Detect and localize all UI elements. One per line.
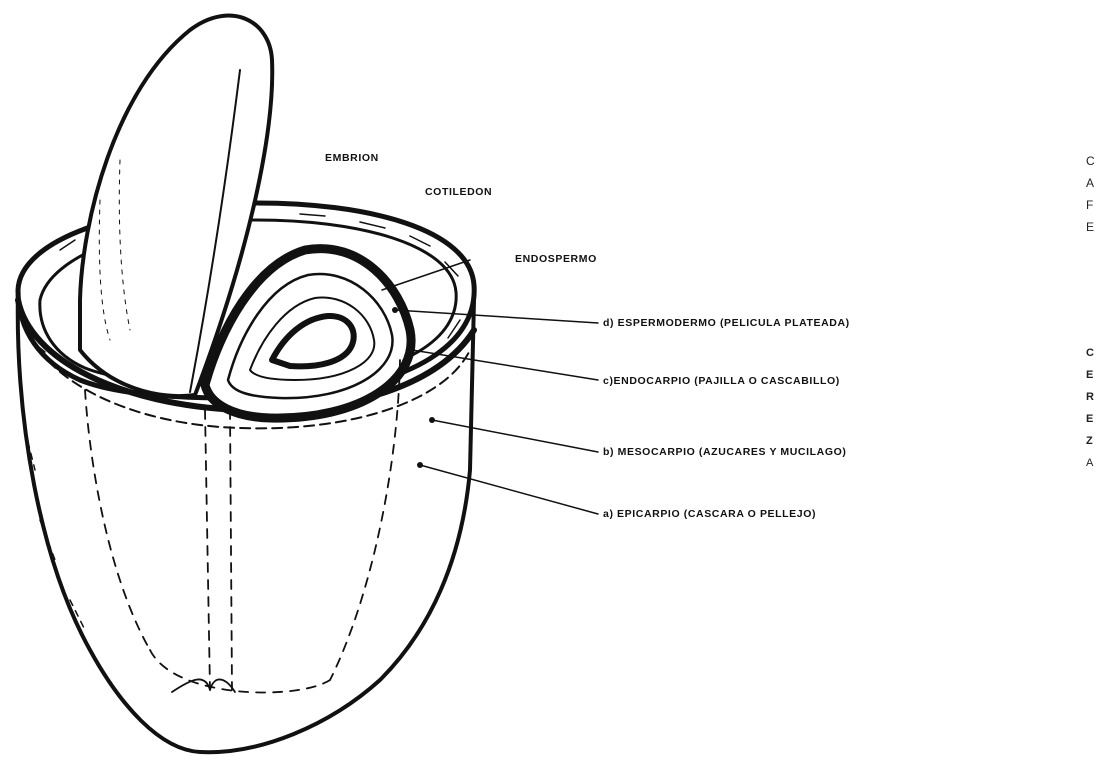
label-embrion: EMBRION <box>325 152 379 164</box>
label-endospermo: ENDOSPERMO <box>515 253 597 265</box>
leader-epicarpio <box>420 465 598 514</box>
leader-espermodermo <box>395 310 598 323</box>
side-letter: F <box>1086 194 1095 216</box>
point-mesocarpio <box>429 417 435 423</box>
label-cotiledon: COTILEDON <box>425 186 492 198</box>
leader-mesocarpio <box>432 420 598 452</box>
side-letter: C <box>1086 150 1095 172</box>
side-word-bottom: C E R E Z A <box>1086 342 1094 474</box>
point-espermodermo <box>392 307 398 313</box>
side-letter: E <box>1086 216 1095 238</box>
outer-hatch-left <box>25 430 85 630</box>
side-letter: E <box>1086 408 1094 430</box>
label-mesocarpio: b) MESOCARPIO (AZUCARES Y MUCILAGO) <box>603 446 846 458</box>
label-epicarpio: a) EPICARPIO (CASCARA O PELLEJO) <box>603 508 816 520</box>
side-letter: C <box>1086 342 1094 364</box>
hidden-seed-bottom <box>150 650 330 692</box>
side-letter: A <box>1086 452 1094 474</box>
side-word-top: C A F E <box>1086 150 1095 238</box>
side-letter: Z <box>1086 430 1094 452</box>
side-letter: R <box>1086 386 1094 408</box>
hidden-line-left <box>85 390 150 650</box>
side-letter: E <box>1086 364 1094 386</box>
side-letter: A <box>1086 172 1095 194</box>
point-epicarpio <box>417 462 423 468</box>
label-endocarpio: c)ENDOCARPIO (PAJILLA O CASCABILLO) <box>603 375 840 387</box>
label-espermodermo: d) ESPERMODERMO (PELICULA PLATEADA) <box>603 317 850 329</box>
hidden-line-center-b <box>230 410 232 690</box>
hidden-line-center-a <box>205 410 210 690</box>
point-endocarpio <box>409 347 415 353</box>
